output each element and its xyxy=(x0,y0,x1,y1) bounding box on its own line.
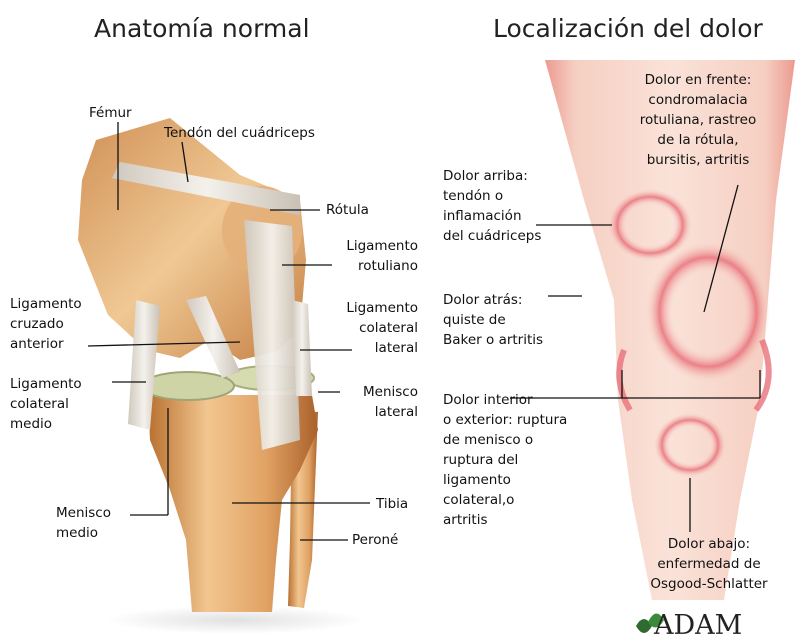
label-quadriceps-tendon: Tendón del cuádriceps xyxy=(164,123,315,143)
label-acl: Ligamento cruzado anterior xyxy=(10,294,82,354)
adam-logo: ADAM xyxy=(654,610,742,641)
title-normal-anatomy: Anatomía normal xyxy=(94,14,310,43)
label-pain-inner-outer: Dolor interior o exterior: ruptura de me… xyxy=(443,390,567,530)
label-pain-below: Dolor abajo: enfermedad de Osgood-Schlat… xyxy=(614,534,804,594)
knee-anatomy xyxy=(78,118,365,634)
label-mcl: Ligamento colateral medio xyxy=(10,374,82,434)
label-tibia: Tibia xyxy=(376,494,408,514)
label-fibula: Peroné xyxy=(352,530,398,550)
label-pain-above: Dolor arriba: tendón o inflamación del c… xyxy=(443,166,541,246)
label-pain-behind: Dolor atrás: quiste de Baker o artritis xyxy=(443,290,543,350)
label-medial-meniscus: Menisco medio xyxy=(56,503,111,543)
label-lcl: Ligamento colateral lateral xyxy=(314,298,418,358)
label-patellar-ligament: Ligamento rotuliano xyxy=(314,236,418,276)
title-pain-location: Localización del dolor xyxy=(493,14,763,43)
label-femur: Fémur xyxy=(89,103,132,123)
pain-ring-below xyxy=(654,413,726,477)
label-lateral-meniscus: Menisco lateral xyxy=(314,382,418,422)
label-pain-front: Dolor en frente: condromalacia rotuliana… xyxy=(598,70,798,170)
medial-meniscus-shape xyxy=(142,372,234,400)
pain-ring-front xyxy=(646,242,770,382)
adam-logo-text: ADAM xyxy=(654,610,742,641)
label-patella: Rótula xyxy=(326,200,369,220)
